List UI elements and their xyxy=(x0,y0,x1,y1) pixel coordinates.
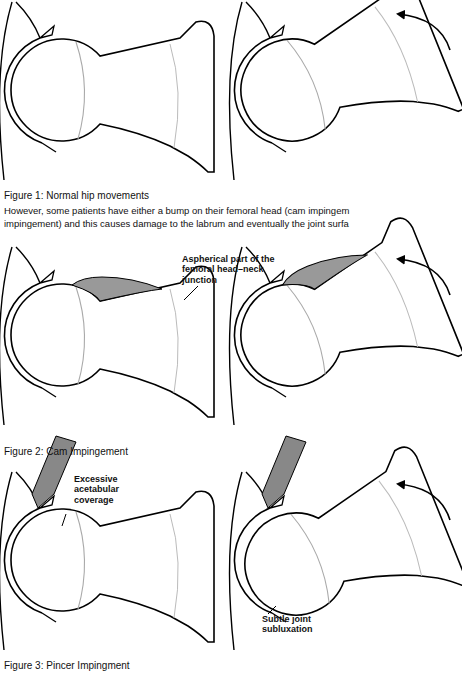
figure-caption: Figure 1: Normal hip movements xyxy=(4,190,149,202)
body-text: However, some patients have either a bum… xyxy=(4,206,349,217)
body-text: impingement) and this causes damage to t… xyxy=(4,219,349,230)
callout-label: Subtle joint subluxation xyxy=(262,614,334,635)
callout-label: Aspherical part of the femoral head–neck… xyxy=(182,254,282,285)
figure-caption: Figure 2: Cam Impingement xyxy=(4,446,128,458)
figure-caption: Figure 3: Pincer Impingment xyxy=(4,660,130,672)
callout-label: Excessive acetabular coverage xyxy=(74,474,142,505)
